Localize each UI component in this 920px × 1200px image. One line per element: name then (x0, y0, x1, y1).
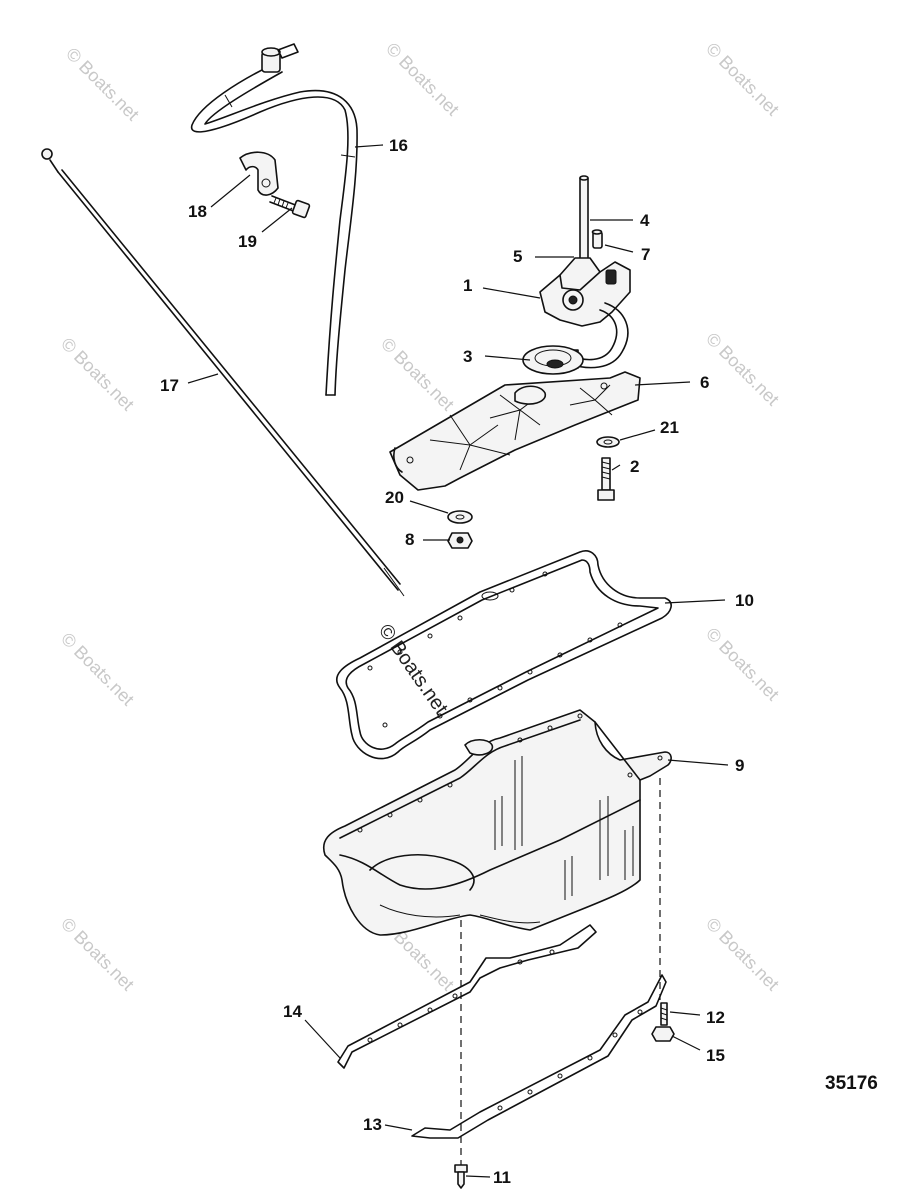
callout-3: 3 (463, 347, 472, 366)
callout-4: 4 (640, 211, 650, 230)
oil-pan (323, 709, 672, 936)
watermark: © Boats.net (702, 624, 783, 705)
nut (447, 532, 473, 549)
dipstick-tube (190, 43, 358, 396)
callout-8: 8 (405, 530, 414, 549)
washer (447, 510, 473, 524)
watermark-center: © Boats.net (374, 620, 452, 719)
callout-14: 14 (283, 1002, 302, 1021)
pump-shaft (579, 175, 589, 264)
figure-number: 35176 (825, 1073, 878, 1094)
washer (596, 436, 620, 448)
leader-lines (187, 144, 729, 1178)
tube-clamp (239, 151, 279, 196)
watermark: © Boats.net (57, 629, 138, 710)
callout-5: 5 (513, 247, 522, 266)
watermark: © Boats.net (57, 914, 138, 995)
watermark: © Boats.net (62, 44, 143, 125)
pickup-screen (522, 345, 584, 375)
pan-stud (660, 1002, 668, 1026)
callout-labels: 1 2 3 4 5 6 7 8 9 10 11 12 13 14 15 16 1… (160, 136, 754, 1187)
callout-16: 16 (389, 136, 408, 155)
dipstick (41, 148, 405, 597)
pan-side-gasket-right (411, 974, 667, 1139)
watermark: © Boats.net (702, 39, 783, 120)
tray-bolt (597, 457, 615, 501)
pan-nut (651, 1026, 675, 1042)
callout-9: 9 (735, 756, 744, 775)
windage-tray (389, 371, 641, 491)
callout-20: 20 (385, 488, 404, 507)
callout-6: 6 (700, 373, 709, 392)
watermark: © Boats.net (702, 329, 783, 410)
oil-pump (539, 257, 631, 369)
callout-13: 13 (363, 1115, 382, 1134)
watermark: © Boats.net (702, 914, 783, 995)
pan-screw (454, 1164, 468, 1189)
watermark: © Boats.net (377, 334, 458, 415)
callout-10: 10 (735, 591, 754, 610)
callout-2: 2 (630, 457, 639, 476)
oil-pan-gasket (336, 550, 672, 760)
callout-18: 18 (188, 202, 207, 221)
callout-12: 12 (706, 1008, 725, 1027)
dowel-pin (591, 229, 603, 249)
callout-7: 7 (641, 245, 650, 264)
callout-1: 1 (463, 276, 472, 295)
watermark: © Boats.net (382, 39, 463, 120)
callout-17: 17 (160, 376, 179, 395)
pan-side-gasket-left (337, 924, 597, 1069)
clamp-bolt (269, 195, 311, 219)
callout-15: 15 (706, 1046, 725, 1065)
callout-21: 21 (660, 418, 679, 437)
callout-11: 11 (493, 1168, 511, 1187)
watermark: © Boats.net (57, 334, 138, 415)
callout-19: 19 (238, 232, 257, 251)
